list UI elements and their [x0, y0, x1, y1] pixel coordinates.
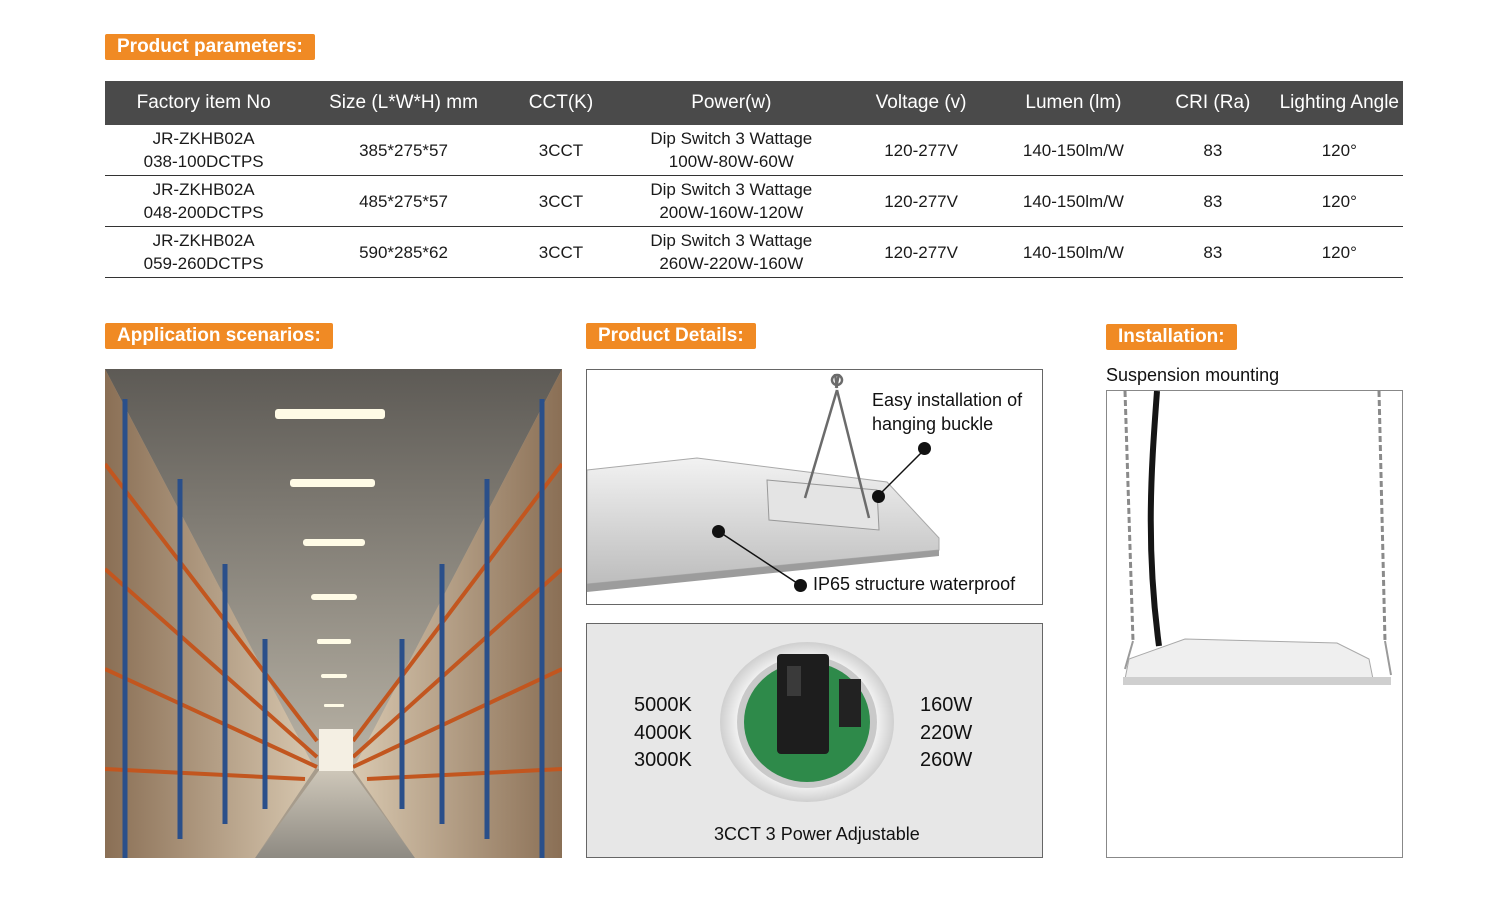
- cell-size: 485*275*57: [302, 175, 505, 227]
- cct-value-4000k: 4000K: [634, 722, 692, 744]
- cell-angle: 120°: [1275, 175, 1403, 227]
- hanging-buckle-detail-panel: Easy installation of hanging buckle IP65…: [586, 369, 1043, 605]
- header-voltage: Voltage (v): [845, 81, 997, 125]
- power-value-160w: 160W: [920, 694, 973, 716]
- installation-heading: Installation:: [1106, 324, 1237, 350]
- cell-size: 385*275*57: [302, 125, 505, 176]
- dip-switch-detail-panel: 5000K 4000K 3000K 160W 220W 260W 3CCT 3 …: [586, 623, 1043, 858]
- cell-angle: 120°: [1275, 125, 1403, 176]
- dip-switch-closeup-illustration: [720, 642, 894, 802]
- waterproof-label: IP65 structure waterproof: [813, 574, 1016, 594]
- power-value-220w: 220W: [920, 722, 973, 744]
- callout-dot-buckle-end: [872, 490, 885, 503]
- callout-dot-buckle: [918, 442, 931, 455]
- suspension-mounting-caption: Suspension mounting: [1106, 365, 1280, 385]
- cct-value-5000k: 5000K: [634, 694, 692, 716]
- cell-size: 590*285*62: [302, 226, 505, 278]
- cell-cri: 83: [1150, 175, 1276, 227]
- callout-lines: [717, 448, 926, 586]
- callout-dot-waterproof: [794, 579, 807, 592]
- cell-voltage: 120-277V: [845, 125, 997, 176]
- cell-cct: 3CCT: [504, 125, 618, 176]
- cell-cct: 3CCT: [504, 175, 618, 227]
- cct-value-3000k: 3000K: [634, 749, 692, 771]
- header-cri: CRI (Ra): [1150, 81, 1276, 125]
- header-factory-item: Factory item No: [105, 81, 303, 125]
- fixture-closeup-illustration: [587, 373, 940, 592]
- cell-lumen: 140-150lm/W: [996, 226, 1151, 278]
- buckle-label-line2: hanging buckle: [872, 414, 994, 434]
- cell-lumen: 140-150lm/W: [996, 125, 1151, 176]
- application-scenarios-heading: Application scenarios:: [105, 323, 333, 349]
- header-cct: CCT(K): [504, 81, 618, 125]
- cell-voltage: 120-277V: [845, 226, 997, 278]
- header-lumen: Lumen (lm): [996, 81, 1151, 125]
- warehouse-photo: [105, 369, 562, 858]
- cell-cri: 83: [1150, 125, 1276, 176]
- suspension-illustration: [1123, 391, 1392, 685]
- header-power: Power(w): [617, 81, 846, 125]
- header-lighting-angle: Lighting Angle: [1275, 81, 1403, 125]
- cell-cri: 83: [1150, 226, 1276, 278]
- cell-lumen: 140-150lm/W: [996, 175, 1151, 227]
- product-parameters-table: Factory item No Size (L*W*H) mm CCT(K) P…: [105, 81, 1403, 278]
- cell-cct: 3CCT: [504, 226, 618, 278]
- cell-angle: 120°: [1275, 226, 1403, 278]
- installation-panel: [1106, 390, 1403, 858]
- callout-dot-body: [712, 525, 725, 538]
- power-value-260w: 260W: [920, 749, 973, 771]
- buckle-label-line1: Easy installation of: [872, 390, 1023, 410]
- cell-voltage: 120-277V: [845, 175, 997, 227]
- header-size: Size (L*W*H) mm: [302, 81, 505, 125]
- product-parameters-heading: Product parameters:: [105, 34, 315, 60]
- table-header-row: Factory item No Size (L*W*H) mm CCT(K) P…: [105, 81, 1403, 125]
- product-details-heading: Product Details:: [586, 323, 756, 349]
- adjustable-caption: 3CCT 3 Power Adjustable: [714, 824, 920, 844]
